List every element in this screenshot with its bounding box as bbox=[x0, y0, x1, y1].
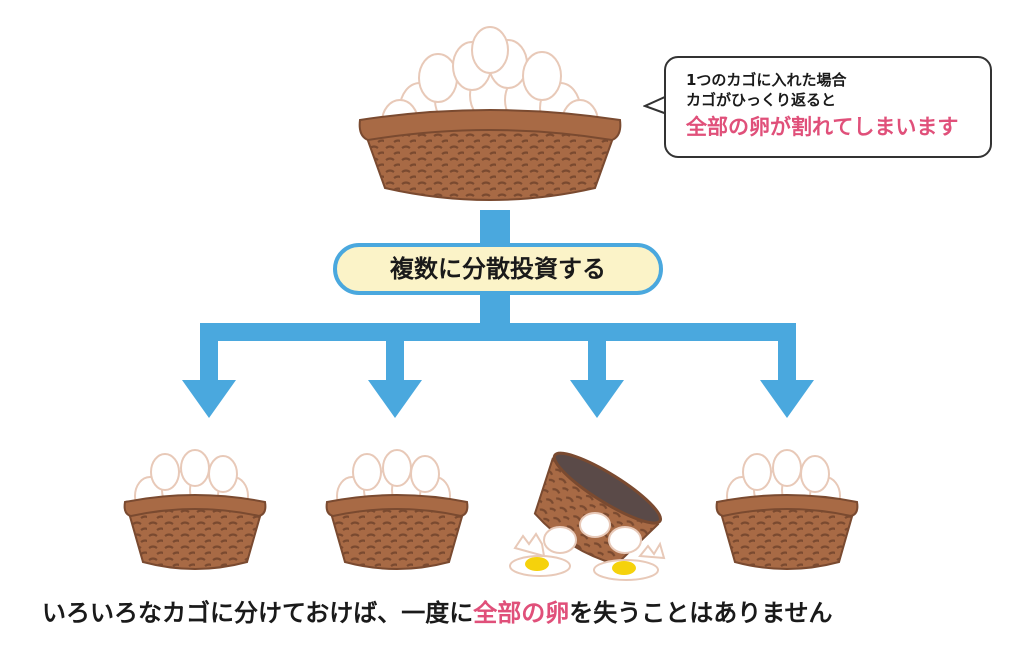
callout-line-3: 全部の卵が割れてしまいます bbox=[686, 115, 959, 139]
egg-basket-icon bbox=[123, 449, 267, 570]
egg-basket-icon bbox=[715, 449, 859, 570]
arrow-head-1 bbox=[182, 380, 236, 418]
egg-basket-icon bbox=[358, 26, 622, 201]
caption-highlight: 全部の卵 bbox=[473, 599, 570, 627]
arrow-head-2 bbox=[368, 380, 422, 418]
caption: いろいろなカゴに分けておけば、一度に全部の卵を失うことはありません bbox=[42, 596, 1002, 630]
caption-after: を失うことはありません bbox=[569, 599, 833, 627]
egg-basket-icon bbox=[325, 449, 469, 570]
caption-before: いろいろなカゴに分けておけば、一度に bbox=[42, 599, 474, 627]
tipped-basket-broken-eggs-icon bbox=[509, 451, 666, 581]
strategy-label: 複数に分散投資する bbox=[333, 243, 663, 295]
branch-arrows bbox=[182, 210, 814, 418]
arrow-head-3 bbox=[570, 380, 624, 418]
callout-line-2: カゴがひっくり返ると bbox=[686, 91, 837, 109]
speech-bubble: 1つのカゴに入れた場合 カゴがひっくり返ると 全部の卵が割れてしまいます bbox=[664, 56, 992, 158]
arrow-head-4 bbox=[760, 380, 814, 418]
callout-line-1: 1つのカゴに入れた場合 bbox=[686, 71, 847, 89]
